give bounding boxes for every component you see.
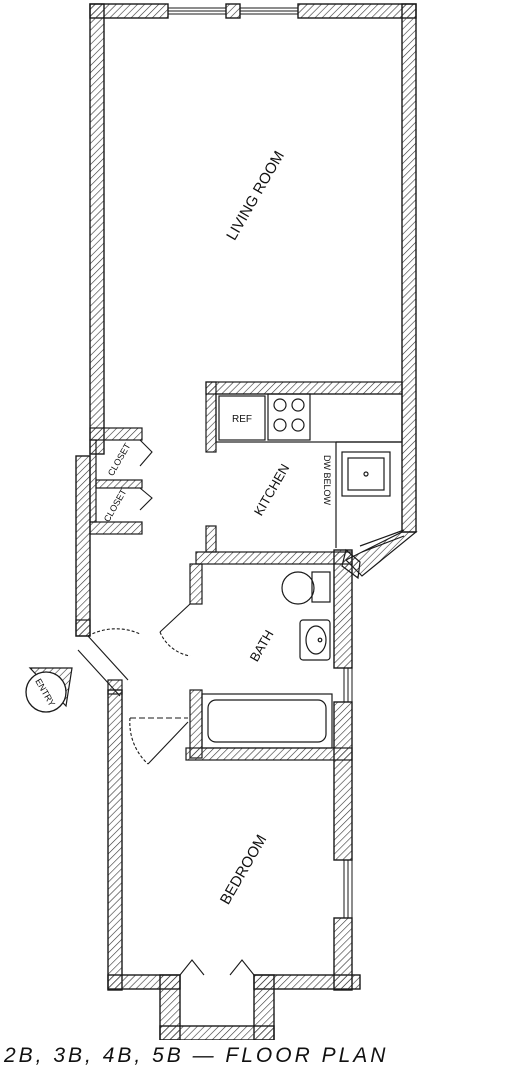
wall-bath-left-upper [189, 563, 203, 605]
wall-right-living [401, 3, 417, 533]
bath-sink [299, 619, 331, 661]
bath-label: BATH [247, 627, 277, 664]
kitchen-label: KITCHEN [251, 461, 293, 518]
wall-right-bath [333, 549, 353, 669]
wall-left-closet [75, 455, 91, 637]
wall-kitchen-top [205, 381, 403, 395]
wall-left-living [89, 3, 105, 455]
dw-below-label: DW BELOW [322, 455, 332, 506]
closet-upper-label: CLOSET [106, 441, 133, 478]
top-windows [167, 7, 299, 15]
wall-kitchen-stub [205, 525, 217, 553]
wall-right-bedroom [333, 917, 353, 991]
wall-left-bedroom [107, 689, 123, 991]
wall-closet-bottom [89, 521, 143, 535]
wall-top-right [297, 3, 417, 19]
wall-top-middle [225, 3, 241, 19]
kitchen-bay [341, 529, 418, 580]
toilet-tank [311, 571, 331, 603]
wall-entry-lower [107, 679, 123, 695]
floor-plan-caption: 2B, 3B, 4B, 5B — FLOOR PLAN [4, 1044, 389, 1067]
wall-entry-upper [75, 619, 91, 637]
ref-label: REF [232, 414, 252, 425]
wall-kitchen-left [205, 381, 217, 453]
side-windows [343, 667, 353, 919]
kitchen-fixtures [215, 393, 403, 548]
wall-bay-bottom [159, 1025, 275, 1040]
stove [267, 393, 311, 441]
toilet-bowl [281, 571, 315, 605]
entry-marker: ENTRY [25, 667, 73, 713]
wall-closet-top [89, 427, 143, 441]
exterior-walls [75, 3, 417, 1040]
wall-right-mid [333, 701, 353, 861]
bath-fixtures [201, 571, 333, 749]
interior-walls [75, 381, 403, 761]
refrigerator [218, 395, 266, 441]
living-room-label: LIVING ROOM [223, 148, 288, 243]
doors [77, 439, 255, 976]
bathtub [201, 693, 333, 749]
wall-closet-back [89, 439, 97, 523]
wall-bay-left [159, 974, 181, 1040]
wall-closet-middle [95, 479, 143, 489]
bedroom-label: BEDROOM [217, 832, 270, 908]
wall-bath-top [195, 551, 353, 565]
wall-bay-right [253, 974, 275, 1040]
wall-bath-bottom [185, 747, 353, 761]
closet-lower-label: CLOSET [102, 487, 129, 524]
kitchen-sink [341, 451, 391, 497]
floor-plan: ENTRY LIVING ROOM KITCHEN BATH BEDROOM C… [25, 3, 418, 1040]
